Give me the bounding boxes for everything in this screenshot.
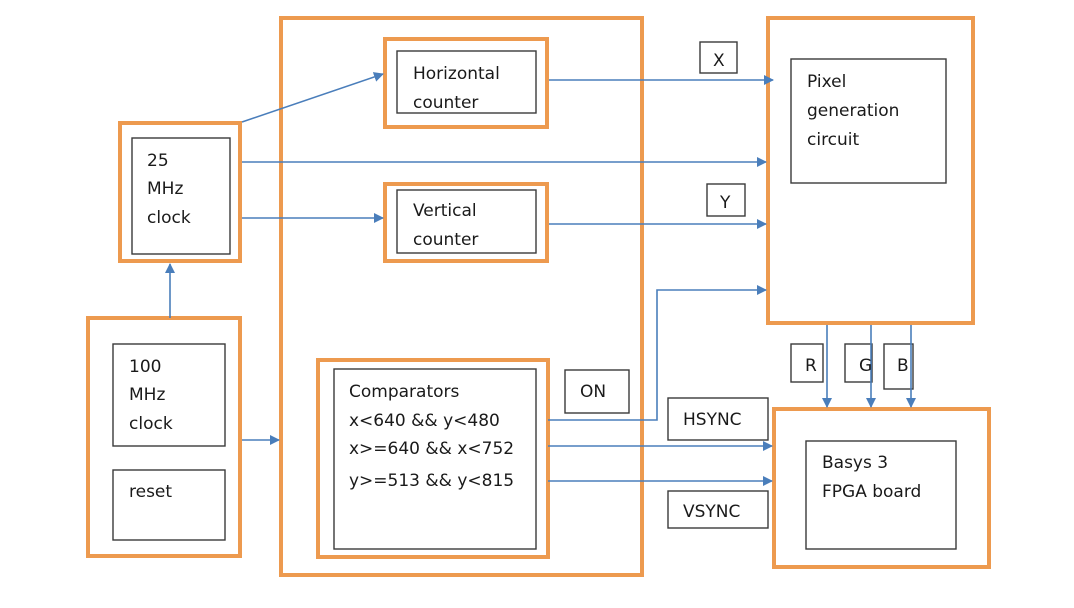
comparators-inner — [333, 368, 537, 550]
signal-vsync-label: VSYNC — [683, 502, 740, 522]
signal-vsync-box — [667, 490, 769, 529]
reset-label: reset — [129, 482, 172, 502]
signal-on-box — [564, 369, 630, 414]
vcounter-label-1: Vertical — [413, 201, 477, 221]
signal-g-box — [844, 343, 873, 383]
comparator-condition-3: y>=513 && y<815 — [349, 471, 514, 491]
wire-clk-to-hcounter — [241, 72, 384, 123]
pixelgen-label-1: Pixel — [807, 72, 846, 92]
vcounter-block — [383, 182, 549, 263]
basys-block — [772, 407, 991, 569]
signal-x-label: X — [713, 51, 725, 71]
vcounter-inner — [396, 189, 537, 254]
clock100-label-3: clock — [129, 414, 173, 434]
basys-label-2: FPGA board — [822, 482, 921, 502]
clock100-reset-block — [86, 316, 242, 558]
signal-b-label: B — [897, 356, 909, 376]
comparator-condition-1: x<640 && y<480 — [349, 411, 500, 431]
signal-hsync-box — [667, 397, 769, 441]
signal-g-label: G — [859, 356, 872, 376]
clock100-inner — [112, 343, 226, 447]
pixelgen-inner — [790, 58, 947, 184]
pixelgen-label-3: circuit — [807, 130, 860, 150]
signal-y-box — [706, 183, 746, 217]
clock25-label-1: 25 — [147, 151, 169, 171]
clock100-label-2: MHz — [129, 385, 165, 405]
clock100-label-1: 100 — [129, 357, 161, 377]
comparators-block — [316, 358, 550, 559]
clock25-label-3: clock — [147, 208, 191, 228]
signal-b-box — [883, 343, 914, 390]
signal-on-label: ON — [580, 382, 606, 402]
signal-r-label: R — [805, 356, 817, 376]
clock25-label-2: MHz — [147, 179, 183, 199]
vga-sync-block — [279, 16, 644, 577]
clock25-block — [118, 121, 242, 263]
signal-r-box — [790, 343, 824, 383]
signal-x-box — [699, 41, 738, 74]
comparator-condition-2: x>=640 && x<752 — [349, 439, 514, 459]
signal-hsync-label: HSYNC — [683, 410, 742, 430]
hcounter-label-2: counter — [413, 93, 478, 113]
basys-label-1: Basys 3 — [822, 453, 888, 473]
wire-on — [548, 285, 767, 421]
reset-inner — [112, 469, 226, 541]
vcounter-label-2: counter — [413, 230, 478, 250]
comparators-title: Comparators — [349, 382, 460, 402]
pixelgen-label-2: generation — [807, 101, 899, 121]
hcounter-inner — [396, 50, 537, 114]
signal-y-label: Y — [719, 193, 731, 213]
hcounter-label-1: Horizontal — [413, 64, 500, 84]
pixelgen-block — [766, 16, 975, 325]
basys-inner — [805, 440, 957, 550]
clock25-inner — [131, 137, 231, 255]
hcounter-block — [383, 37, 549, 129]
